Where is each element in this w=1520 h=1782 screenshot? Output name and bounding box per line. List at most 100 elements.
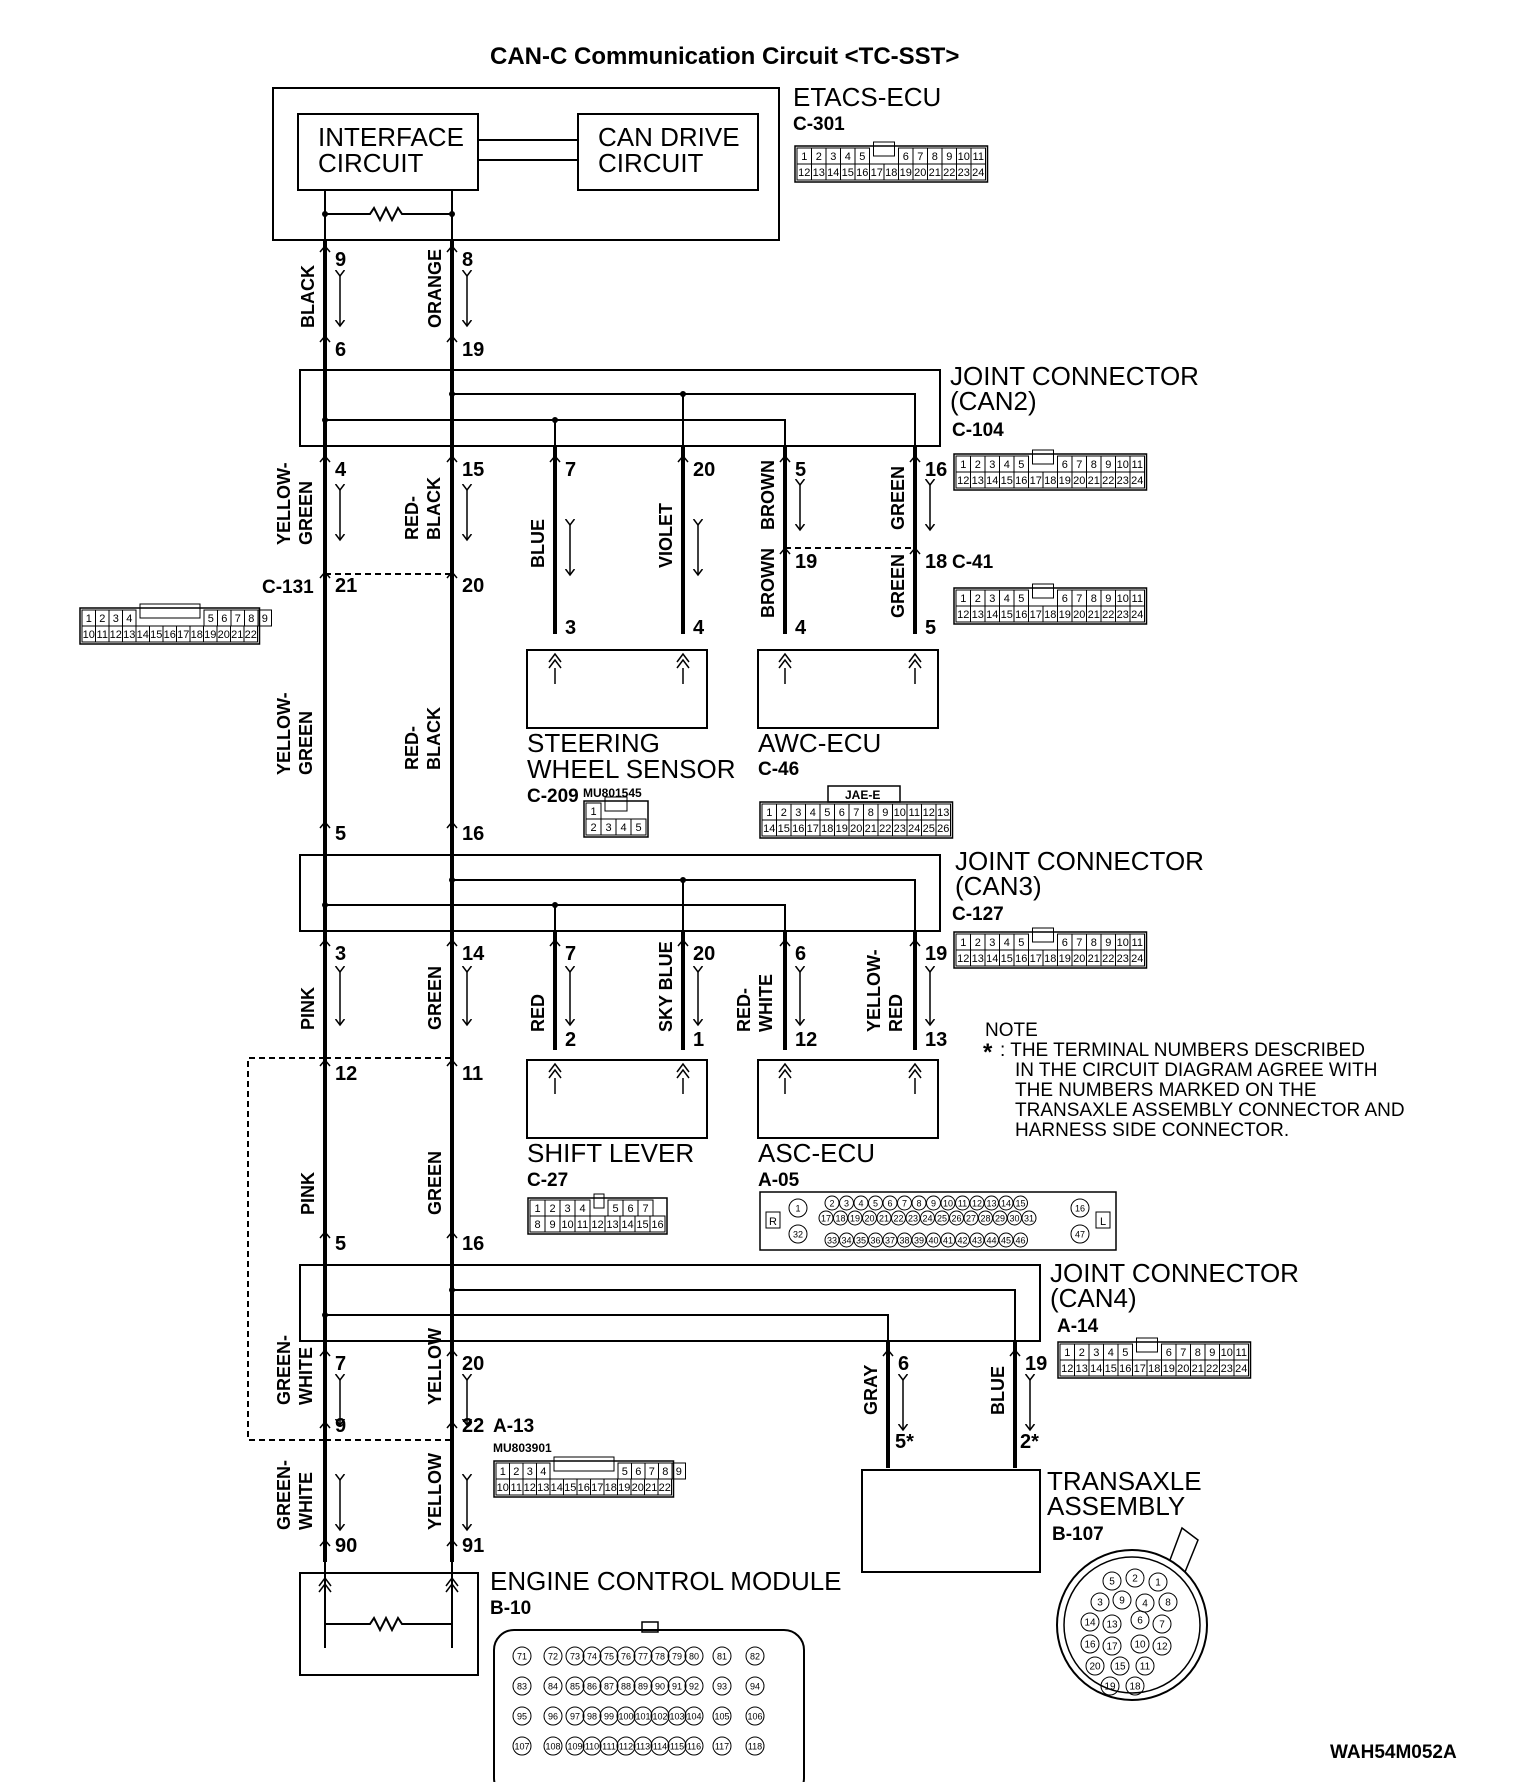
terminal-number: 25: [923, 823, 935, 835]
pin-number: 19: [462, 339, 484, 361]
terminal-number: 11: [1132, 459, 1143, 471]
terminal-number: 45: [1001, 1236, 1011, 1246]
terminal-number: 14: [1001, 1199, 1011, 1209]
terminal-number: 9: [1119, 1596, 1125, 1607]
terminal-number: 1: [795, 1204, 800, 1214]
terminal-number: 8: [932, 151, 938, 163]
pin-number: 5*: [895, 1431, 914, 1453]
terminal-number: 20: [864, 1214, 874, 1224]
terminal-number: 77: [638, 1652, 648, 1662]
pin-number: 3: [565, 617, 576, 639]
terminal-number: 11: [909, 807, 920, 819]
pin-number: 14: [462, 943, 485, 965]
terminal-number: 15: [150, 629, 162, 641]
terminal-number: 39: [914, 1236, 924, 1246]
terminal-number: 94: [750, 1682, 760, 1692]
terminal-number: 107: [514, 1742, 529, 1752]
pin-number: 7: [565, 459, 576, 481]
terminal-number: 105: [714, 1712, 729, 1722]
terminal-number: 1: [960, 459, 966, 471]
terminal-number: 5: [635, 822, 641, 834]
terminal-number: 16: [164, 629, 176, 641]
terminal-number: 101: [635, 1712, 650, 1722]
pin-numbers: 9 8 6 19 4 15 7 20 5 16 21 20 19 18 3 4 …: [335, 249, 1047, 1557]
jc3-connector-id: C-127: [952, 904, 1004, 925]
pin-number: 5: [335, 823, 346, 845]
terminal-number: 5: [1122, 1347, 1128, 1359]
terminal-number: 16: [1015, 609, 1027, 621]
terminal-number: 15: [1015, 1199, 1025, 1209]
terminal-number: 8: [1091, 937, 1097, 949]
terminal-number: 14: [137, 629, 149, 641]
c41-connector-id: C-41: [952, 552, 994, 573]
wire-label: ORANGE: [425, 249, 445, 328]
terminal-number: 18: [1129, 1682, 1141, 1693]
terminal-number: 11: [958, 1199, 967, 1209]
terminal-number: 12: [923, 807, 935, 819]
terminal-number: 17: [807, 823, 819, 835]
pin-number: 12: [335, 1063, 357, 1085]
terminal-number: 16: [1084, 1640, 1096, 1651]
terminal-number: 42: [957, 1236, 967, 1246]
terminal-number: 12: [524, 1482, 536, 1494]
terminal-number: 19: [850, 1214, 860, 1224]
pin-number: 19: [1025, 1353, 1047, 1375]
terminal-number: 27: [966, 1214, 976, 1224]
pin-number: 7: [335, 1353, 346, 1375]
pin-number: 2: [565, 1029, 576, 1051]
can-drive-label-1: CAN DRIVE: [598, 122, 740, 152]
pin-number: 5: [925, 617, 936, 639]
note-line-1: : THE TERMINAL NUMBERS DESCRIBED: [1000, 1040, 1365, 1061]
terminal-number: 76: [621, 1652, 631, 1662]
wire-label: WHITE: [756, 974, 776, 1032]
steering-name-2: WHEEL SENSOR: [527, 754, 736, 784]
terminal-number: 10: [894, 807, 906, 819]
terminal-number: 21: [231, 629, 243, 641]
terminal-number: 8: [868, 807, 874, 819]
terminal-number: 1: [86, 613, 92, 625]
wire-label: BLUE: [528, 519, 548, 568]
wire-label: RED-: [734, 988, 754, 1032]
terminal-number: 117: [715, 1742, 729, 1752]
terminal-number: 12: [1156, 1642, 1168, 1653]
terminal-number: 20: [1089, 1662, 1101, 1673]
terminal-number: 31: [1024, 1214, 1034, 1224]
terminal-number: 7: [917, 151, 923, 163]
pin-number: 13: [925, 1029, 947, 1051]
terminal-number: 15: [564, 1482, 576, 1494]
pin-number: 8: [462, 249, 473, 271]
pin-number: 91: [462, 1535, 484, 1557]
terminal-number: 19: [1059, 475, 1071, 487]
pin-number: 20: [462, 575, 484, 597]
terminal-number: 82: [750, 1652, 760, 1662]
terminal-number: 111: [602, 1742, 616, 1752]
terminal-number: 16: [1015, 475, 1027, 487]
note-line-4: TRANSAXLE ASSEMBLY CONNECTOR AND: [1015, 1100, 1405, 1121]
terminal-number: 91: [672, 1682, 682, 1692]
terminal-number: 98: [587, 1712, 597, 1722]
terminal-number: 14: [1084, 1618, 1096, 1629]
pin-number: 6: [335, 339, 346, 361]
can-drive-label-2: CIRCUIT: [598, 148, 704, 178]
terminal-number: 2: [590, 822, 596, 834]
transaxle-name-2: ASSEMBLY: [1047, 1491, 1185, 1521]
terminal-number: 2: [816, 151, 822, 163]
terminal-number: 6: [1137, 1616, 1143, 1627]
terminal-number: 21: [879, 1214, 889, 1224]
terminal-number: 75: [604, 1652, 614, 1662]
terminal-number: 19: [204, 629, 216, 641]
shift-name: SHIFT LEVER: [527, 1138, 694, 1168]
terminal-number: 3: [564, 1203, 570, 1215]
wire-label: RED-: [402, 726, 422, 770]
terminal-number: 7: [902, 1199, 907, 1209]
terminal-number: 22: [1102, 609, 1114, 621]
terminal-number: 17: [821, 1214, 831, 1224]
terminal-number: 115: [670, 1742, 684, 1752]
etacs-connector-id: C-301: [793, 114, 845, 135]
terminal-number: 21: [929, 167, 941, 179]
terminal-number: 22: [1102, 953, 1114, 965]
terminal-number: 24: [1131, 609, 1143, 621]
terminal-number: 22: [893, 1214, 903, 1224]
terminal-number: 13: [972, 953, 984, 965]
